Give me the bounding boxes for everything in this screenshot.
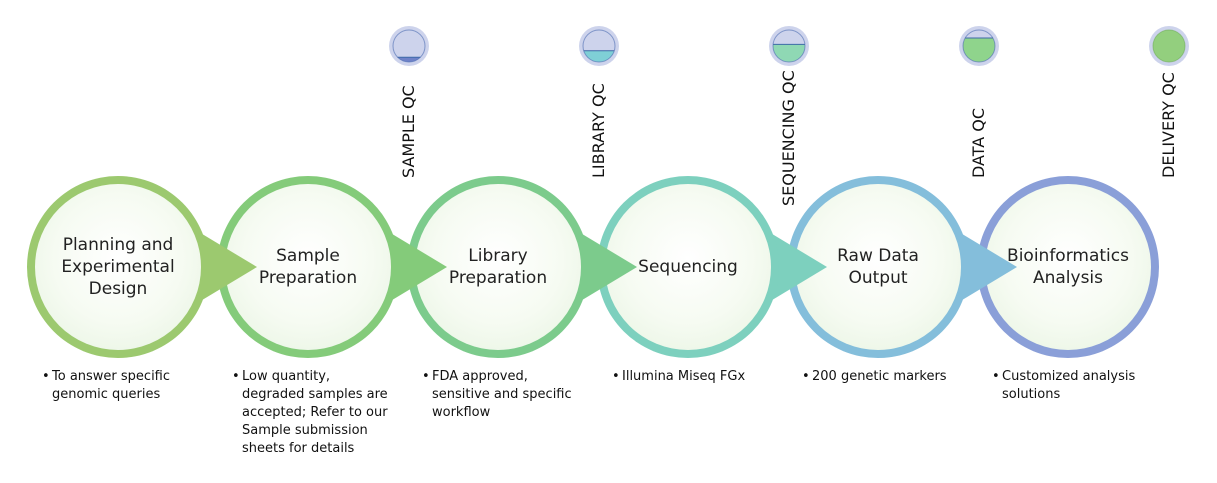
step-node (217, 176, 447, 358)
step-arrow (387, 231, 447, 303)
step-circle (985, 184, 1151, 350)
step-circle (35, 184, 201, 350)
description-bullet: Illumina Miseq FGx (612, 368, 762, 386)
description-bullet: FDA approved, sensitive and specific wor… (422, 368, 572, 422)
step-title-line: Preparation (258, 268, 358, 288)
qc-indicator (769, 26, 809, 66)
qc-label-text: SEQUENCING QC (779, 70, 798, 206)
step-arrow (197, 231, 257, 303)
step-arrow (957, 231, 1017, 303)
step-title-line: Analysis (1032, 268, 1104, 288)
qc-fill-level (583, 50, 615, 62)
qc-indicator (1149, 26, 1189, 66)
description-bullet: Low quantity, degraded samples are accep… (232, 368, 392, 458)
step-description: 200 genetic markers (802, 368, 952, 386)
qc-indicator (959, 26, 999, 66)
qc-indicator (389, 26, 429, 66)
step-description: FDA approved, sensitive and specific wor… (422, 368, 572, 422)
step-circle (225, 184, 391, 350)
qc-indicator-bg (389, 26, 429, 66)
step-title-line: Planning and (62, 235, 174, 255)
step-circle (795, 184, 961, 350)
step-node (597, 176, 827, 358)
step-title-line: Bioinformatics (1007, 246, 1129, 266)
step-description: Low quantity, degraded samples are accep… (232, 368, 392, 458)
step-circle (605, 184, 771, 350)
qc-fill-level (1153, 30, 1185, 62)
step-title-line: Output (848, 268, 908, 288)
step-title-line: Raw Data (837, 246, 919, 266)
step-node (977, 176, 1159, 358)
step-description: Customized analysis solutions (992, 368, 1142, 404)
step-description: To answer specific genomic queries (42, 368, 192, 404)
step-title-line: Sequencing (638, 257, 738, 277)
step-title-line: Library (468, 246, 528, 266)
step-title-line: Design (88, 279, 148, 299)
description-bullet: 200 genetic markers (802, 368, 952, 386)
step-title-line: Experimental (61, 257, 175, 277)
qc-fill-level (393, 57, 425, 62)
qc-label-text: LIBRARY QC (589, 83, 608, 178)
step-title: Sequencing (618, 256, 758, 278)
step-arrow (767, 231, 827, 303)
description-bullet: Customized analysis solutions (992, 368, 1142, 404)
qc-indicator (579, 26, 619, 66)
step-circle (415, 184, 581, 350)
qc-label-text: DATA QC (969, 107, 988, 178)
step-description: Illumina Miseq FGx (612, 368, 762, 386)
step-title-line: Preparation (448, 268, 548, 288)
qc-fill-level (773, 44, 805, 62)
step-node (787, 176, 1017, 358)
step-node (407, 176, 637, 358)
step-node (27, 176, 257, 358)
qc-label-text: DELIVERY QC (1159, 72, 1178, 178)
step-arrow (577, 231, 637, 303)
description-bullet: To answer specific genomic queries (42, 368, 192, 404)
step-title-line: Sample (276, 246, 340, 266)
qc-label-text: SAMPLE QC (399, 85, 418, 178)
